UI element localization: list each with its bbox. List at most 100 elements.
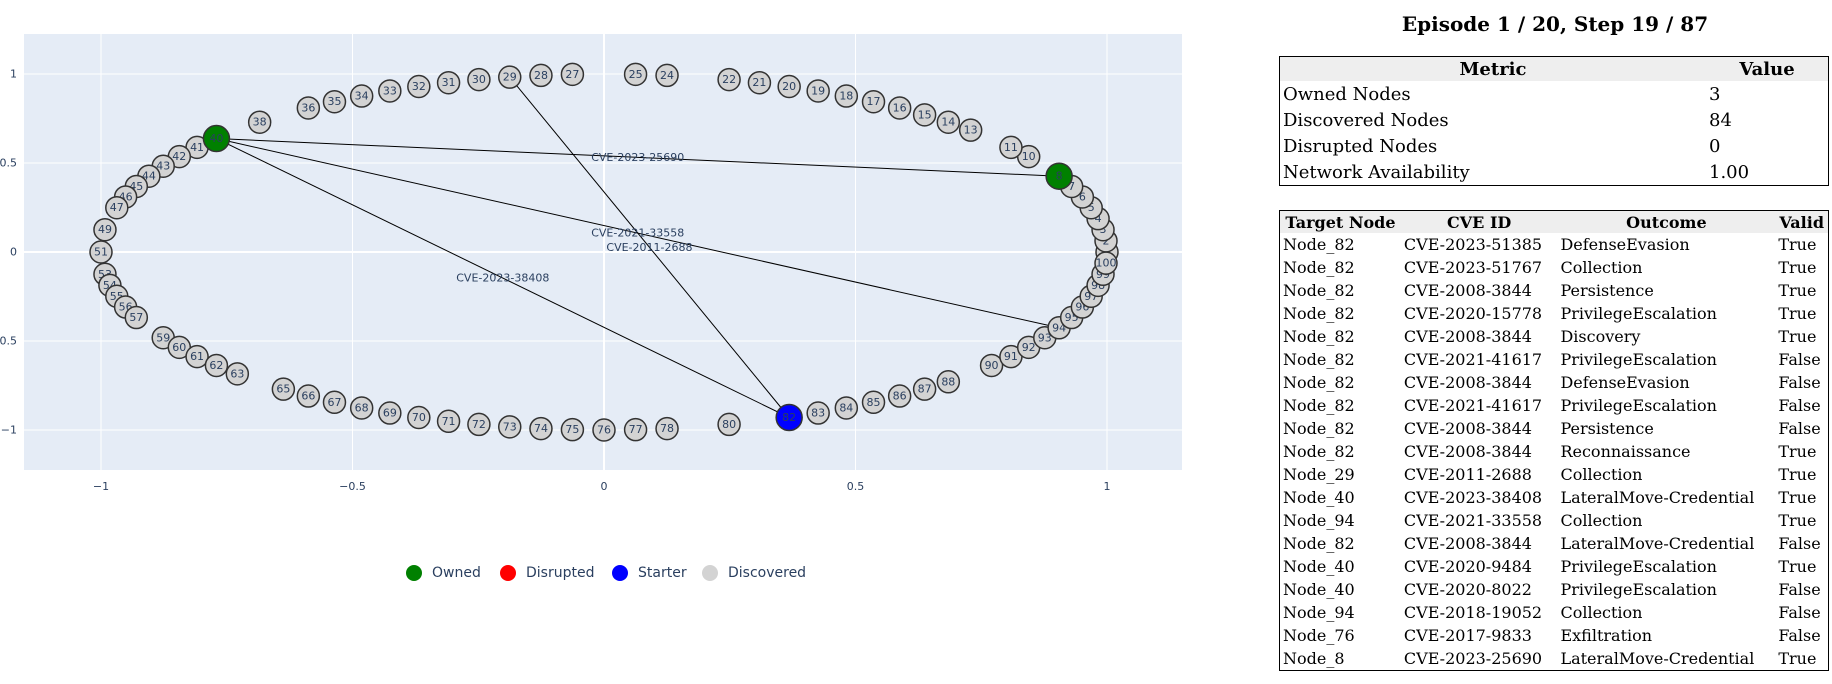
- graph-node-discovered[interactable]: [204, 353, 229, 378]
- graph-node-discovered[interactable]: [623, 417, 648, 442]
- graph-node-label: 63: [230, 367, 244, 380]
- graph-node-discovered[interactable]: [124, 305, 149, 330]
- action-cve-id: CVE-2008-3844: [1403, 534, 1532, 553]
- graph-node-discovered[interactable]: [247, 110, 272, 134]
- y-tick-label: −1: [1, 424, 17, 437]
- graph-node-discovered[interactable]: [225, 362, 250, 386]
- graph-node-label: 62: [209, 359, 223, 372]
- graph-node-discovered[interactable]: [834, 84, 859, 108]
- graph-node-discovered[interactable]: [777, 74, 801, 99]
- action-outcome: DefenseEvasion: [1560, 373, 1690, 392]
- graph-node-discovered[interactable]: [322, 89, 347, 114]
- graph-node-discovered[interactable]: [560, 62, 585, 87]
- graph-node-label: 24: [660, 69, 674, 82]
- graph-node-discovered[interactable]: [747, 70, 772, 95]
- graph-node-discovered[interactable]: [887, 384, 912, 408]
- graph-node-discovered[interactable]: [467, 67, 491, 92]
- graph-node-discovered[interactable]: [623, 62, 648, 87]
- graph-node-discovered[interactable]: [806, 79, 830, 103]
- graph-node-discovered[interactable]: [467, 412, 491, 437]
- graph-node-discovered[interactable]: [999, 135, 1023, 160]
- graph-node-discovered[interactable]: [1094, 251, 1118, 275]
- graph-node-discovered[interactable]: [958, 118, 983, 142]
- graph-node-label: 16: [893, 101, 907, 114]
- graph-node-discovered[interactable]: [105, 195, 129, 220]
- graph-node-discovered[interactable]: [185, 344, 209, 369]
- action-outcome: LateralMove-Credential: [1560, 488, 1755, 507]
- graph-node-discovered[interactable]: [861, 390, 886, 415]
- graph-node-discovered[interactable]: [912, 103, 937, 127]
- actions-header-outcome: Outcome: [1557, 210, 1776, 233]
- action-target-node: Node_82: [1283, 442, 1355, 461]
- action-cve-id: CVE-2020-15778: [1403, 304, 1543, 323]
- graph-node-discovered[interactable]: [378, 79, 402, 103]
- graph-node-discovered[interactable]: [436, 409, 461, 434]
- graph-node-discovered[interactable]: [407, 405, 431, 430]
- action-cve-id: CVE-2008-3844: [1403, 373, 1532, 392]
- graph-node-label: 80: [722, 418, 736, 431]
- graph-node-discovered[interactable]: [497, 415, 522, 439]
- graph-node-discovered[interactable]: [378, 401, 402, 425]
- metric-value: 1.00: [1709, 161, 1750, 183]
- graph-node-discovered[interactable]: [436, 70, 461, 95]
- action-target-node: Node_82: [1283, 534, 1355, 553]
- graph-node-label: 28: [534, 69, 548, 82]
- graph-node-discovered[interactable]: [887, 96, 912, 120]
- graph-node-discovered[interactable]: [529, 416, 553, 441]
- graph-node-discovered[interactable]: [349, 84, 374, 108]
- graph-node-discovered[interactable]: [717, 412, 741, 437]
- x-tick-label: 1: [1104, 480, 1111, 493]
- graph-node-discovered[interactable]: [717, 67, 741, 92]
- action-cve-id: CVE-2020-9484: [1403, 557, 1532, 576]
- edge-label: CVE-2023-38408: [456, 272, 549, 285]
- actions-header-cve: CVE ID: [1400, 210, 1558, 233]
- graph-node-label: 7: [1068, 180, 1075, 193]
- legend-marker: [406, 565, 422, 581]
- metric-value: 0: [1709, 135, 1721, 157]
- graph-node-label: 47: [110, 201, 124, 214]
- graph-node-discovered[interactable]: [322, 390, 347, 415]
- x-tick-label: −0.5: [339, 480, 366, 493]
- graph-node-discovered[interactable]: [529, 63, 553, 88]
- graph-node-discovered[interactable]: [271, 377, 296, 401]
- graph-node-discovered[interactable]: [655, 416, 679, 441]
- graph-node-owned[interactable]: [1045, 162, 1073, 190]
- graph-node-discovered[interactable]: [560, 417, 585, 442]
- graph-node-discovered[interactable]: [349, 396, 374, 420]
- action-cve-id: CVE-2023-51385: [1403, 235, 1543, 254]
- x-tick-label: 0: [601, 480, 608, 493]
- graph-node-discovered[interactable]: [936, 110, 961, 134]
- graph-node-discovered[interactable]: [912, 377, 937, 401]
- graph-node-discovered[interactable]: [834, 396, 859, 420]
- graph-node-label: 11: [1004, 141, 1018, 154]
- legend-label: Owned: [432, 565, 481, 581]
- action-valid: False: [1778, 419, 1821, 438]
- graph-node-discovered[interactable]: [93, 217, 117, 242]
- metric-name: Disrupted Nodes: [1283, 135, 1438, 157]
- graph-node-discovered[interactable]: [296, 384, 321, 408]
- graph-node-discovered[interactable]: [497, 65, 522, 89]
- graph-node-label: 68: [355, 401, 369, 414]
- graph-node-discovered[interactable]: [407, 74, 431, 99]
- graph-node-owned[interactable]: [202, 124, 231, 153]
- graph-node-discovered[interactable]: [296, 96, 321, 120]
- graph-node-starter[interactable]: [775, 403, 803, 432]
- graph-node-label: 51: [94, 246, 108, 259]
- graph-node-discovered[interactable]: [861, 89, 886, 114]
- graph-node-label: 82: [782, 411, 796, 424]
- graph-node-label: 10: [1022, 150, 1036, 163]
- graph-node-discovered[interactable]: [655, 63, 679, 88]
- graph-node-discovered[interactable]: [806, 401, 830, 425]
- graph-node-label: 71: [442, 415, 456, 428]
- graph-node-discovered[interactable]: [592, 418, 616, 442]
- graph-node-label: 19: [811, 84, 825, 97]
- graph-node-discovered[interactable]: [979, 353, 1004, 378]
- graph-node-discovered[interactable]: [89, 240, 113, 264]
- graph-node-discovered[interactable]: [936, 370, 961, 394]
- action-cve-id: CVE-2023-25690: [1403, 649, 1543, 668]
